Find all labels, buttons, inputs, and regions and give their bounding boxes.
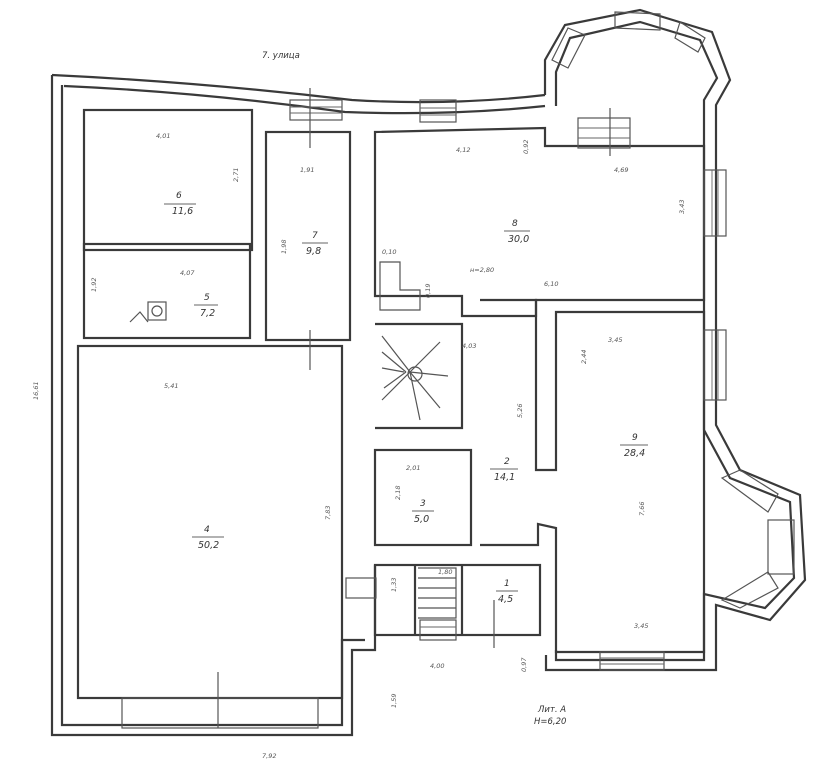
dim-2-top: 4,03 — [462, 342, 476, 350]
dim-3-top: 2,01 — [406, 464, 420, 472]
dim-7-side: 1,98 — [280, 240, 288, 254]
room-9-number: 9 — [632, 433, 638, 443]
dim-5-side: 1,92 — [90, 278, 98, 292]
dim-8-inner: 0,10 — [382, 248, 396, 256]
street-label: 7. улица — [262, 51, 300, 61]
room-1-number: 1 — [504, 579, 510, 589]
outer-walls — [50, 8, 807, 737]
dim-4-top: 5,41 — [164, 382, 178, 390]
height-label: Н=6,20 — [534, 717, 566, 727]
dim-9-right: 7,66 — [638, 502, 646, 516]
inner-walls — [76, 108, 706, 700]
windows — [121, 11, 795, 729]
dim-8-mid: 0,92 — [522, 140, 530, 154]
dim-bottom-left: 4,00 — [430, 662, 444, 670]
dim-1-mid: 1,80 — [438, 568, 452, 576]
room-2-number: 2 — [504, 457, 510, 467]
room-4-area: 50,2 — [198, 540, 219, 551]
dim-9-bottom: 3,45 — [634, 622, 648, 630]
dim-6-side: 2,71 — [232, 168, 240, 182]
dim-8-right: 4,69 — [614, 166, 628, 174]
litera-label: Лит. А — [537, 705, 566, 715]
staircase — [129, 88, 611, 728]
dim-8-side: 3,43 — [678, 200, 686, 214]
overall-bottom-small-dim: 1,59 — [390, 694, 398, 708]
room-8-number: 8 — [512, 219, 518, 229]
dim-9-top: 3,45 — [608, 336, 622, 344]
room-6-number: 6 — [176, 191, 182, 201]
overall-bottom-dim: 7,92 — [262, 752, 276, 760]
dim-4-side: 7,83 — [324, 506, 332, 520]
room-1-area: 4,5 — [498, 594, 513, 605]
room-2-area: 14,1 — [494, 472, 515, 483]
dim-8-bottom: 6,10 — [544, 280, 558, 288]
ceiling-height: н=2,80 — [470, 266, 494, 274]
room-5-area: 7,2 — [200, 308, 215, 319]
dim-7-top: 1,91 — [300, 166, 314, 174]
dim-5-top: 4,07 — [180, 269, 195, 277]
room-4-number: 4 — [204, 525, 210, 535]
room-3-area: 5,0 — [414, 514, 429, 525]
labels: 7. улица 16,61 7,92 1,59 Лит. А Н=6,20 н… — [32, 51, 686, 760]
dim-2-side: 5,26 — [516, 404, 524, 418]
room-8-area: 30,0 — [508, 234, 529, 245]
overall-left-dim: 16,61 — [32, 381, 40, 400]
room-6-area: 11,6 — [172, 206, 193, 217]
dim-bottom-right: 0,97 — [520, 657, 528, 672]
dim-1-top: 1,33 — [390, 578, 398, 592]
room-5-number: 5 — [204, 293, 210, 303]
dim-8-inner2: 0,19 — [424, 284, 432, 298]
room-7-number: 7 — [312, 231, 318, 241]
dim-3-side: 2,18 — [394, 486, 402, 500]
dim-8-top: 4,12 — [456, 146, 470, 154]
dim-6-top: 4,01 — [156, 132, 170, 140]
room-3-number: 3 — [420, 499, 426, 509]
room-7-area: 9,8 — [306, 246, 321, 257]
dim-9-side: 2,44 — [580, 350, 588, 364]
room-9-area: 28,4 — [624, 448, 645, 459]
